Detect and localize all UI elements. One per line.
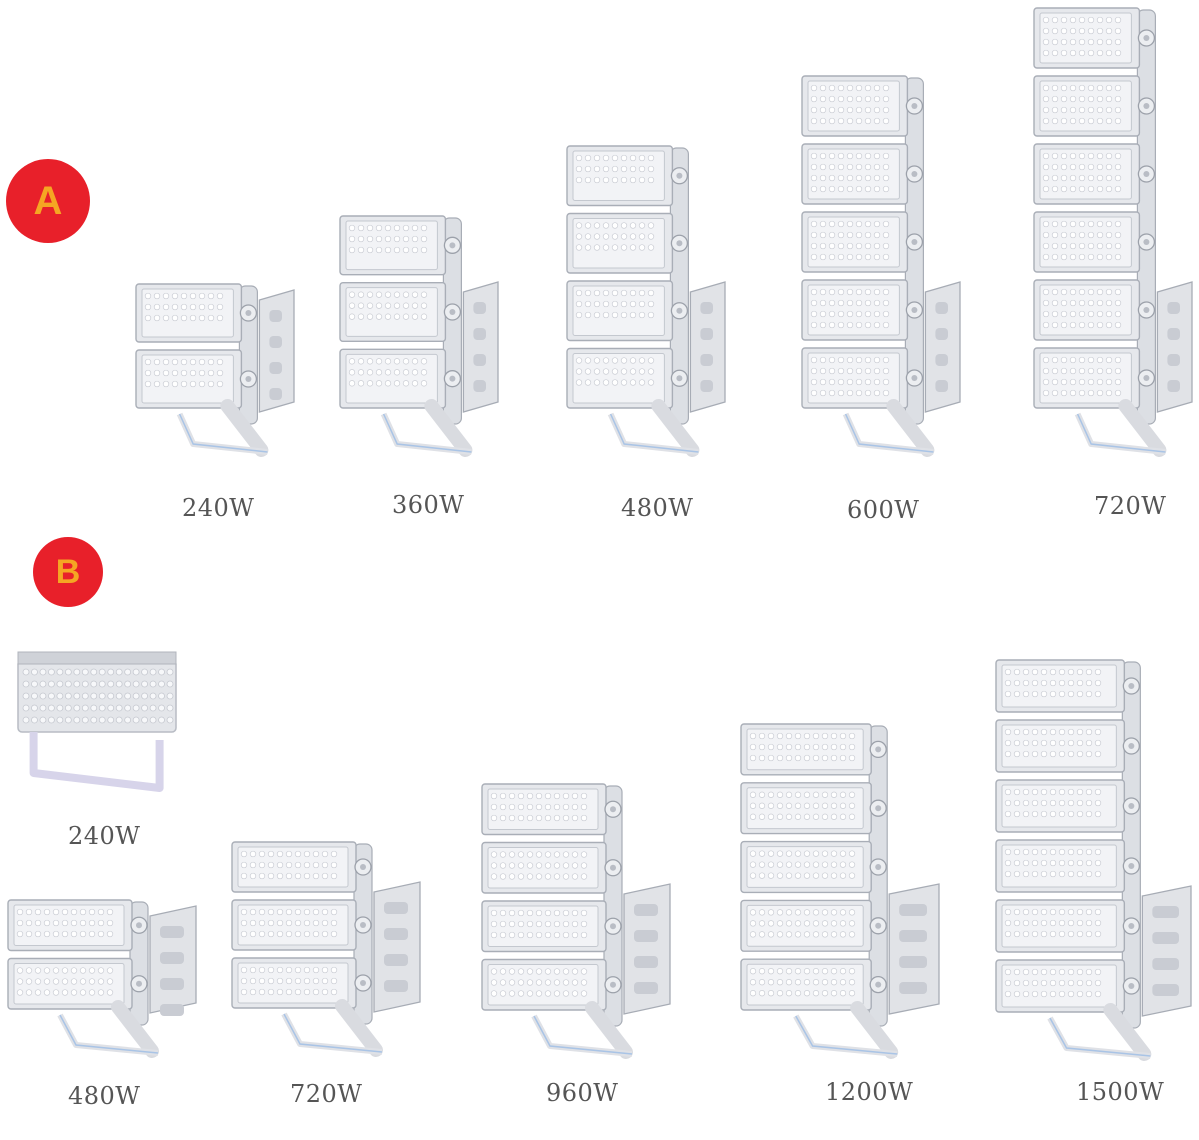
fixture-a-240w — [135, 283, 295, 457]
series-b-badge: B — [33, 537, 103, 607]
fixture-b-960w — [481, 783, 671, 1059]
fixture-b-1500w — [995, 659, 1192, 1061]
series-a-badge-letter: A — [33, 178, 63, 223]
label-b-720w: 720W — [290, 1080, 363, 1108]
fixture-a-480w — [566, 145, 726, 457]
fixture-a-720w — [1033, 7, 1193, 457]
label-a-720w: 720W — [1094, 492, 1167, 520]
series-b-badge-letter: B — [55, 552, 81, 591]
label-b-1200w: 1200W — [825, 1078, 914, 1106]
label-a-240w: 240W — [182, 494, 255, 522]
fixture-a-600w — [801, 75, 961, 457]
label-b-480w: 480W — [68, 1082, 141, 1110]
label-b-1500w: 1500W — [1076, 1078, 1165, 1106]
label-b-240w: 240W — [68, 822, 141, 850]
label-a-480w: 480W — [621, 494, 694, 522]
label-a-360w: 360W — [392, 491, 465, 519]
fixture-b-240w — [17, 651, 177, 792]
fixture-a-360w — [339, 215, 499, 457]
fixture-b-480w — [7, 899, 197, 1058]
label-a-600w: 600W — [847, 496, 920, 524]
fixture-b-720w — [231, 841, 421, 1057]
fixture-b-1200w — [740, 723, 940, 1059]
series-a-badge: A — [6, 159, 90, 243]
label-b-960w: 960W — [546, 1079, 619, 1107]
